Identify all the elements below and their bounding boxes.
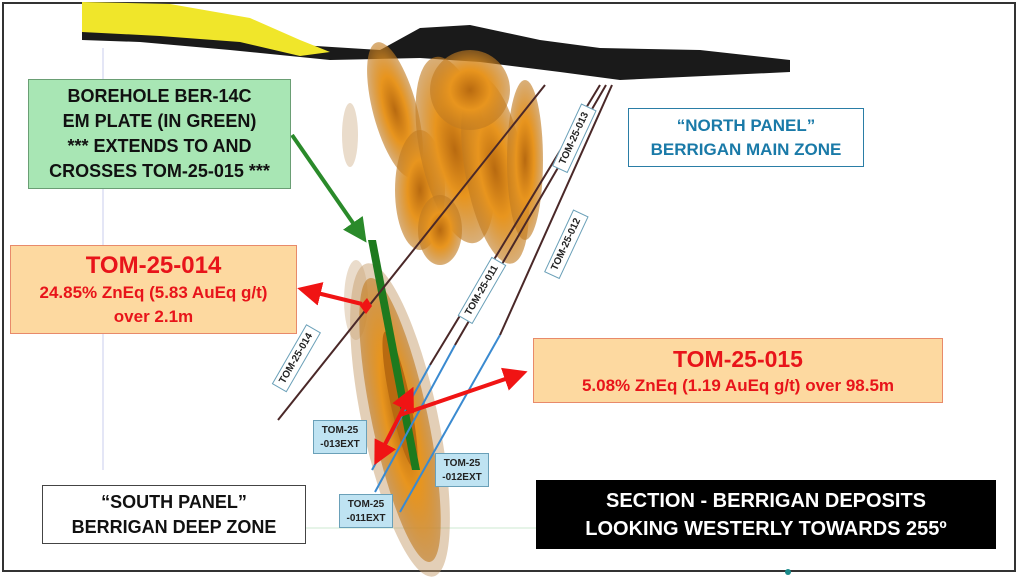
label-line: -011EXT — [346, 513, 386, 524]
callout-grade: 5.08% ZnEq (1.19 AuEq g/t) over 98.5m — [581, 375, 895, 395]
south-panel-label: “SOUTH PANEL” BERRIGAN DEEP ZONE — [42, 485, 306, 544]
tom-25-014-callout: TOM-25-014 24.85% ZnEq (5.83 AuEq g/t) o… — [10, 245, 297, 334]
label-line: -013EXT — [320, 439, 360, 450]
label-line: TOM-25 — [443, 458, 481, 469]
zone-name: BERRIGAN DEEP ZONE — [71, 516, 277, 537]
label-tom-25-012ext: TOM-25 -012EXT — [435, 453, 489, 487]
callout-line: *** EXTENDS TO AND — [67, 136, 252, 156]
red-arrow-015-down — [374, 414, 402, 466]
drillhole-tom-25-011-ext — [374, 344, 456, 493]
section-title-line: SECTION - BERRIGAN DEPOSITS — [605, 489, 927, 512]
intercept-star-icon — [360, 298, 372, 314]
em-plate-callout: BOREHOLE BER-14C EM PLATE (IN GREEN) ***… — [28, 79, 291, 189]
overburden-layer — [82, 25, 790, 80]
callout-line: EM PLATE (IN GREEN) — [62, 111, 257, 131]
surface-layer — [82, 2, 330, 56]
red-arrow-014 — [297, 282, 363, 306]
drillhole-tom-25-012-ext — [399, 334, 501, 513]
label-line: TOM-25 — [347, 499, 385, 510]
north-panel-label: “NORTH PANEL” BERRIGAN MAIN ZONE — [628, 108, 864, 167]
callout-title: TOM-25-015 — [673, 345, 803, 372]
drillhole-tom-25-012 — [499, 84, 613, 336]
callout-line: CROSSES TOM-25-015 *** — [49, 161, 270, 181]
label-line: TOM-25 — [321, 425, 359, 436]
callout-length: over 2.1m — [113, 306, 194, 326]
drillhole-tom-25-014 — [277, 84, 546, 421]
tom-25-015-callout: TOM-25-015 5.08% ZnEq (1.19 AuEq g/t) ov… — [533, 338, 943, 403]
label-tom-25-013ext: TOM-25 -013EXT — [313, 420, 367, 454]
panel-name: “SOUTH PANEL” — [101, 491, 247, 512]
callout-grade: 24.85% ZnEq (5.83 AuEq g/t) — [39, 282, 268, 302]
green-arrow — [290, 133, 367, 243]
red-arrow-015 — [399, 367, 528, 417]
main-zone-mineralization — [342, 42, 543, 340]
red-arrow-015-up — [392, 386, 414, 416]
figure-frame — [2, 2, 1016, 572]
label-tom-25-011ext: TOM-25 -011EXT — [339, 494, 393, 528]
panel-name: “NORTH PANEL” — [676, 115, 816, 135]
zone-name: BERRIGAN MAIN ZONE — [650, 139, 842, 159]
section-title-line: LOOKING WESTERLY TOWARDS 255º — [585, 517, 947, 540]
callout-line: BOREHOLE BER-14C — [67, 86, 252, 106]
logo-dot-icon — [785, 569, 791, 575]
label-line: -012EXT — [442, 472, 482, 483]
callout-title: TOM-25-014 — [85, 251, 222, 279]
section-title: SECTION - BERRIGAN DEPOSITS LOOKING WEST… — [536, 480, 996, 549]
